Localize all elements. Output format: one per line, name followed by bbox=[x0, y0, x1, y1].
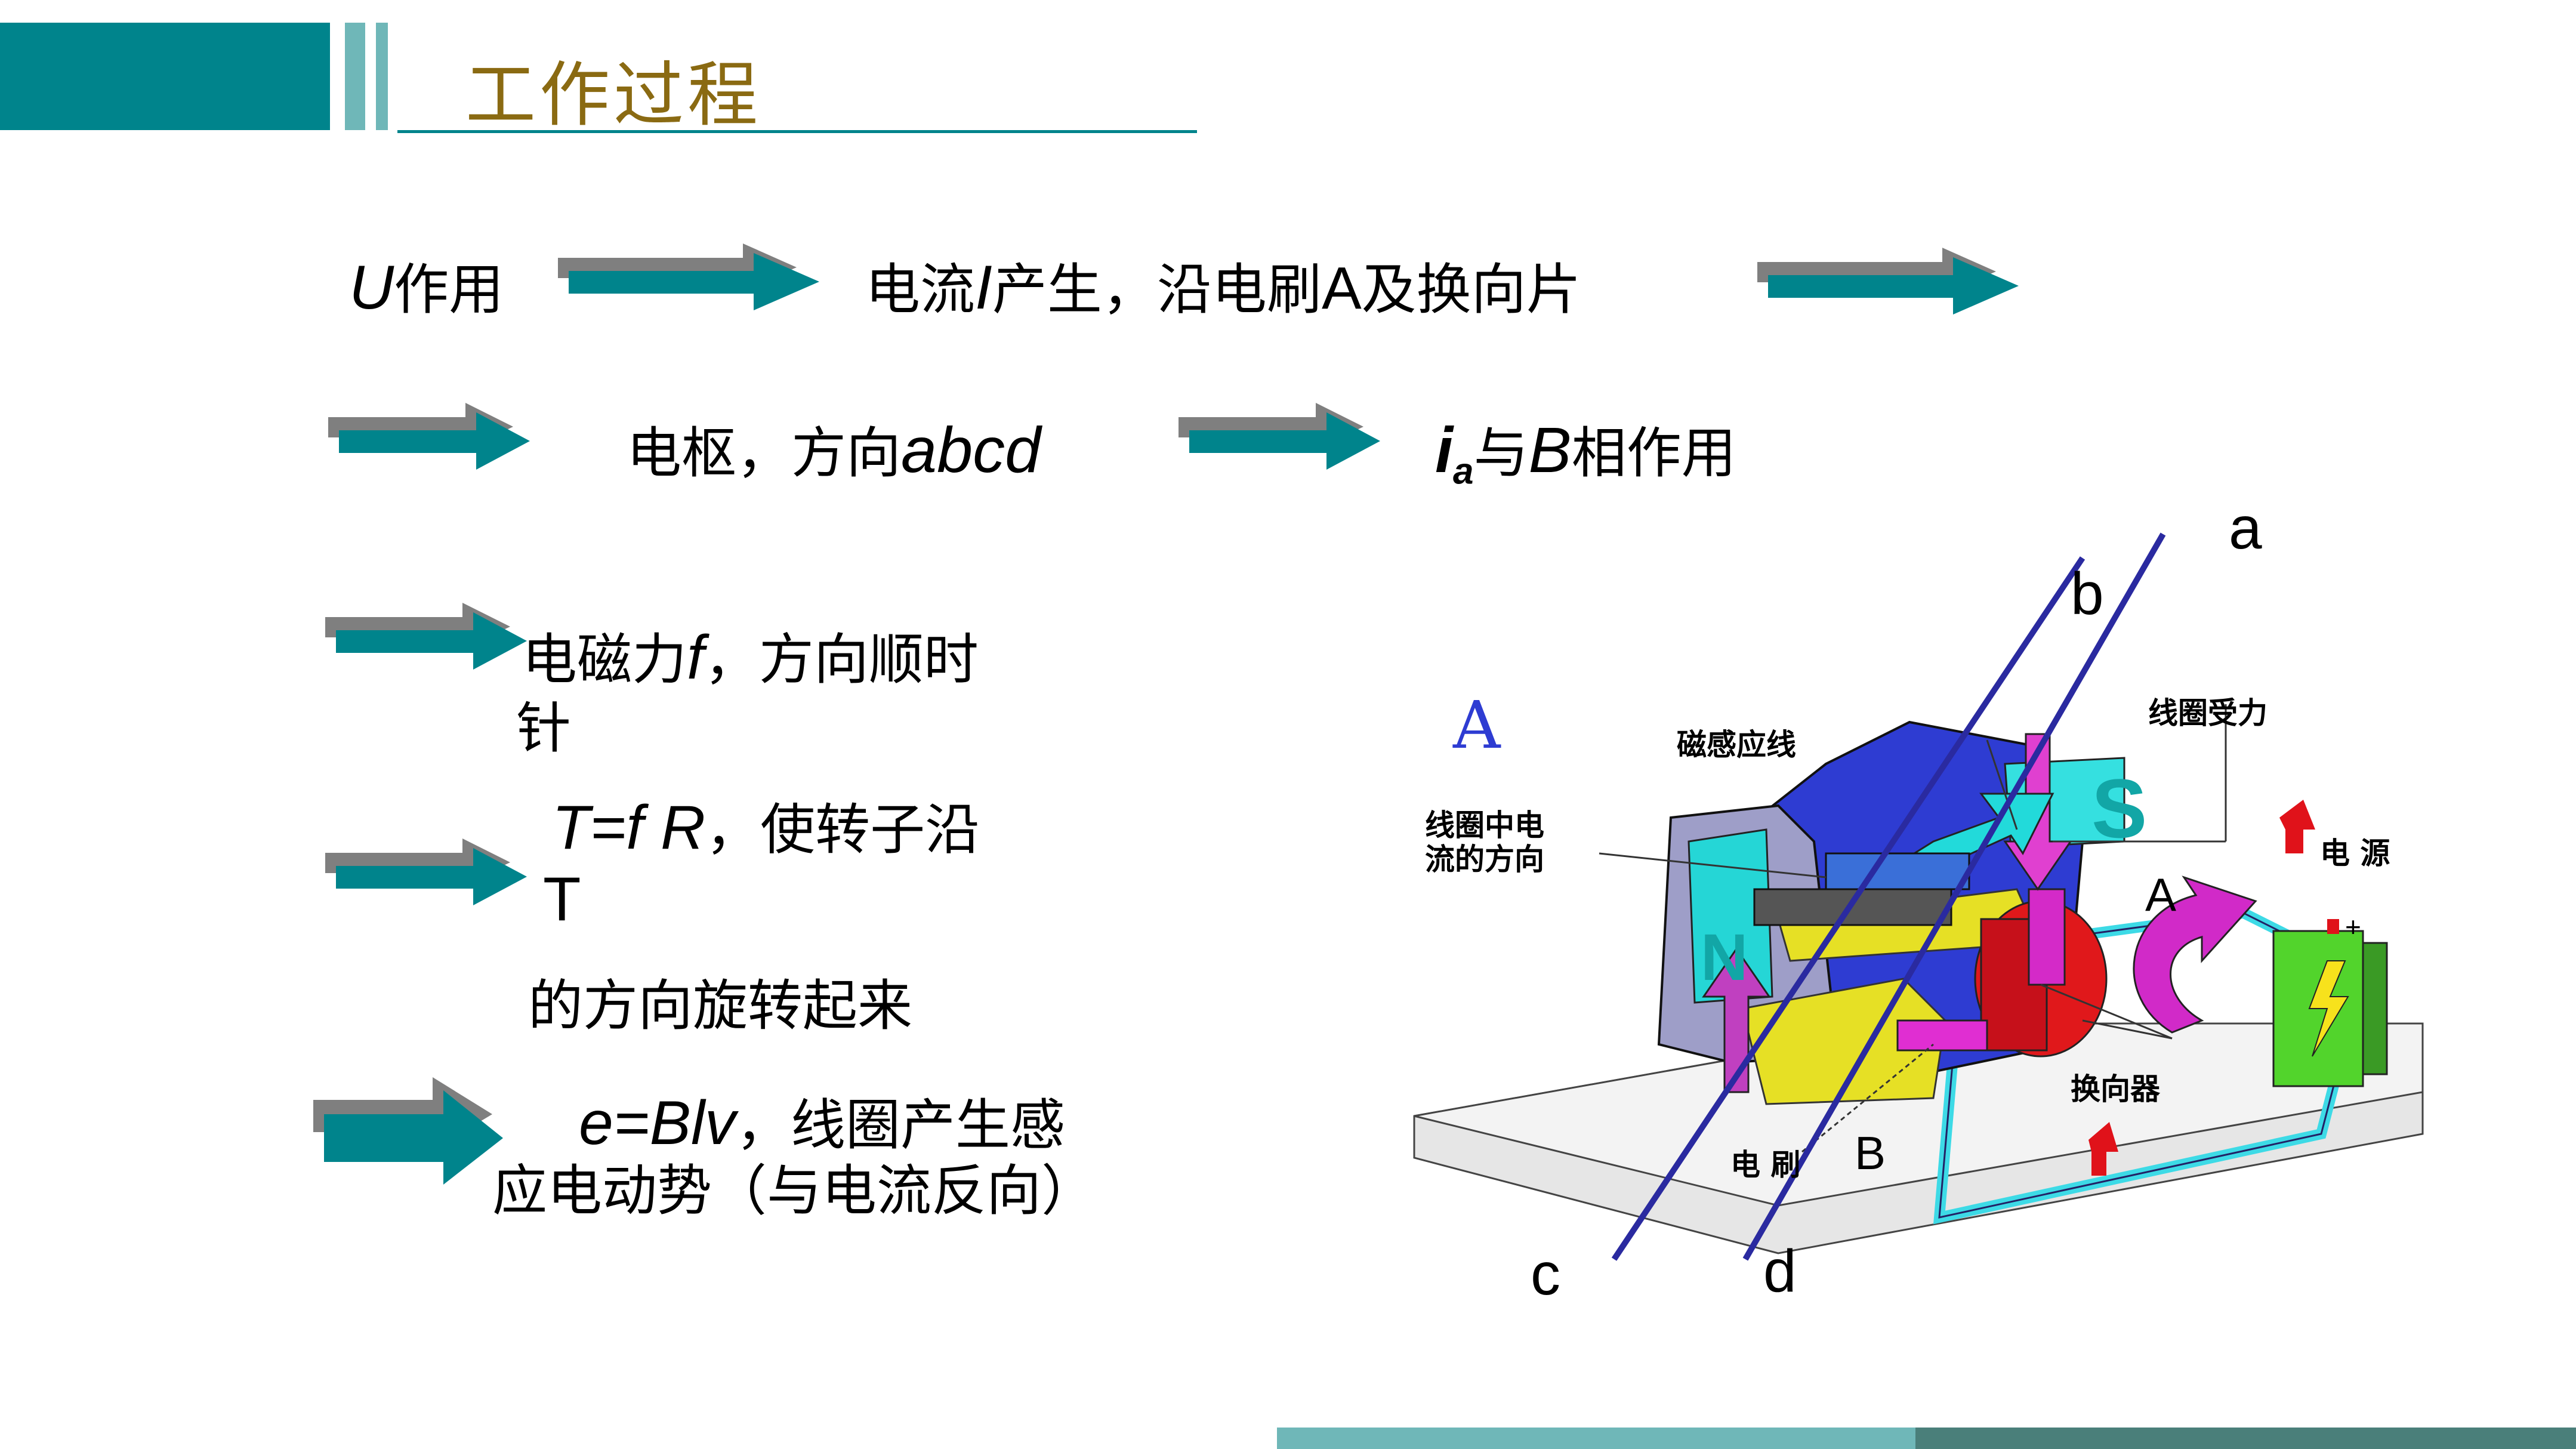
label-pole-s: S bbox=[2091, 762, 2148, 855]
flow-arrow-7 bbox=[313, 1077, 503, 1185]
flow-row-1-middle: 电流I产生，沿电刷A及换向片 bbox=[865, 257, 1581, 319]
title-underline bbox=[397, 130, 1197, 133]
coil-top bbox=[1825, 852, 1970, 890]
header-stripe-1 bbox=[345, 23, 365, 130]
footer-bar-light bbox=[1277, 1428, 1915, 1449]
label-coil-force: 线圈受力 bbox=[2148, 696, 2268, 730]
brush-top bbox=[2028, 888, 2066, 986]
rotor-text: ，使转子沿 bbox=[705, 798, 980, 862]
row2-interact-text: 相作用 bbox=[1571, 421, 1736, 485]
label-pole-n: N bbox=[1701, 921, 1748, 994]
red-arrow-2 bbox=[2088, 1122, 2118, 1176]
leader-current bbox=[1599, 852, 1827, 878]
brush-bottom bbox=[1896, 1019, 1988, 1052]
yellow-block-bottom bbox=[1741, 978, 1946, 1105]
label-coil-current-2: 流的方向 bbox=[1425, 842, 1544, 877]
label-flux: 磁感应线 bbox=[1677, 727, 1796, 762]
coil-letter-a: a bbox=[2229, 495, 2262, 562]
coil-letter-c: c bbox=[1531, 1241, 1560, 1308]
label-brush-b: B bbox=[1855, 1127, 1886, 1179]
leader-commutator-1 bbox=[2040, 984, 2173, 1040]
b-field-symbol: B bbox=[1528, 414, 1572, 486]
leader-commutator-2 bbox=[2082, 1019, 2173, 1040]
red-arrow-1 bbox=[2279, 800, 2315, 853]
flow-row-4-rotate: 的方向旋转起来 bbox=[528, 974, 913, 1038]
header-band bbox=[0, 23, 330, 130]
header-stripe-2 bbox=[376, 23, 388, 130]
clockwise-text: ，方向顺时 bbox=[704, 628, 979, 692]
armature-text: 电枢，方向 bbox=[627, 421, 902, 485]
direction-abcd: abcd bbox=[901, 414, 1041, 486]
ia-subscript: a bbox=[1453, 451, 1474, 492]
flow-row-5-wrap: 应电动势（与电流反向） bbox=[492, 1159, 1097, 1223]
coil-side-cd bbox=[1742, 532, 2166, 1261]
current-symbol: I bbox=[975, 253, 992, 322]
battery-terminal bbox=[2327, 919, 2339, 934]
label-brush-a: A bbox=[2145, 868, 2177, 921]
current-text: 电流 bbox=[865, 258, 976, 322]
flow-arrow-2 bbox=[1757, 248, 2019, 315]
row1-commutator-text: 及换向片 bbox=[1361, 258, 1581, 322]
coil-induce-text: ，线圈产生感 bbox=[736, 1093, 1066, 1157]
footer-bar-dark bbox=[1915, 1428, 2576, 1449]
battery-side bbox=[2362, 942, 2388, 1075]
voltage-symbol: U bbox=[349, 253, 394, 322]
n-pole bbox=[1687, 828, 1773, 1004]
brush-a-symbol: A bbox=[1321, 255, 1362, 322]
flow-row-5-emf: e=Blv，线圈产生感 bbox=[579, 1092, 1065, 1154]
flow-arrow-3 bbox=[328, 403, 530, 470]
force-symbol: f bbox=[687, 623, 704, 692]
flow-row-4-torque: T=f R，使转子沿 bbox=[552, 797, 980, 859]
torque-equation: T=f R bbox=[552, 793, 706, 862]
rotation-arrow bbox=[2133, 875, 2257, 1034]
row1-brush-text: 产生，沿电刷 bbox=[992, 258, 1322, 322]
flow-arrow-1 bbox=[558, 243, 819, 310]
coil-side-ab bbox=[1611, 556, 2086, 1261]
emf-equation: e=Blv bbox=[579, 1089, 736, 1158]
leader-brush bbox=[1801, 1043, 1934, 1153]
flow-row-1-start: U作用 bbox=[349, 257, 504, 319]
ia-symbol: i bbox=[1435, 414, 1454, 486]
flow-row-3-wrap: 针 bbox=[516, 696, 572, 760]
label-plus: + bbox=[2345, 911, 2361, 942]
dc-motor-diagram bbox=[1413, 532, 2424, 1261]
coil-letter-d: d bbox=[1763, 1238, 1797, 1305]
row1-action: 作用 bbox=[394, 258, 504, 322]
flow-arrow-4 bbox=[1179, 403, 1380, 470]
label-brush: 电 刷 bbox=[1730, 1148, 1801, 1182]
leader-flux bbox=[1986, 739, 2018, 830]
flow-row-3-force: 电磁力f，方向顺时 bbox=[522, 627, 979, 689]
page-title: 工作过程 bbox=[465, 54, 762, 136]
flow-arrow-5 bbox=[325, 603, 527, 670]
torque-letter: T bbox=[543, 865, 581, 934]
force-arrow-up bbox=[1702, 947, 1771, 1093]
row2-with-text: 与 bbox=[1473, 421, 1529, 485]
flow-arrow-6 bbox=[325, 838, 527, 905]
label-commutator: 换向器 bbox=[2071, 1072, 2160, 1106]
flow-row-2-interaction: ia与B相作用 bbox=[1435, 418, 1736, 490]
force-text: 电磁力 bbox=[522, 628, 687, 692]
label-coil-current-1: 线圈中电 bbox=[1425, 808, 1544, 843]
label-power: 电 源 bbox=[2320, 836, 2390, 871]
panel-letter: A bbox=[1453, 687, 1501, 763]
flow-row-2-armature: 电枢，方向abcd bbox=[627, 418, 1041, 482]
coil-letter-b: b bbox=[2071, 560, 2104, 627]
battery-bolt bbox=[2308, 960, 2349, 1057]
